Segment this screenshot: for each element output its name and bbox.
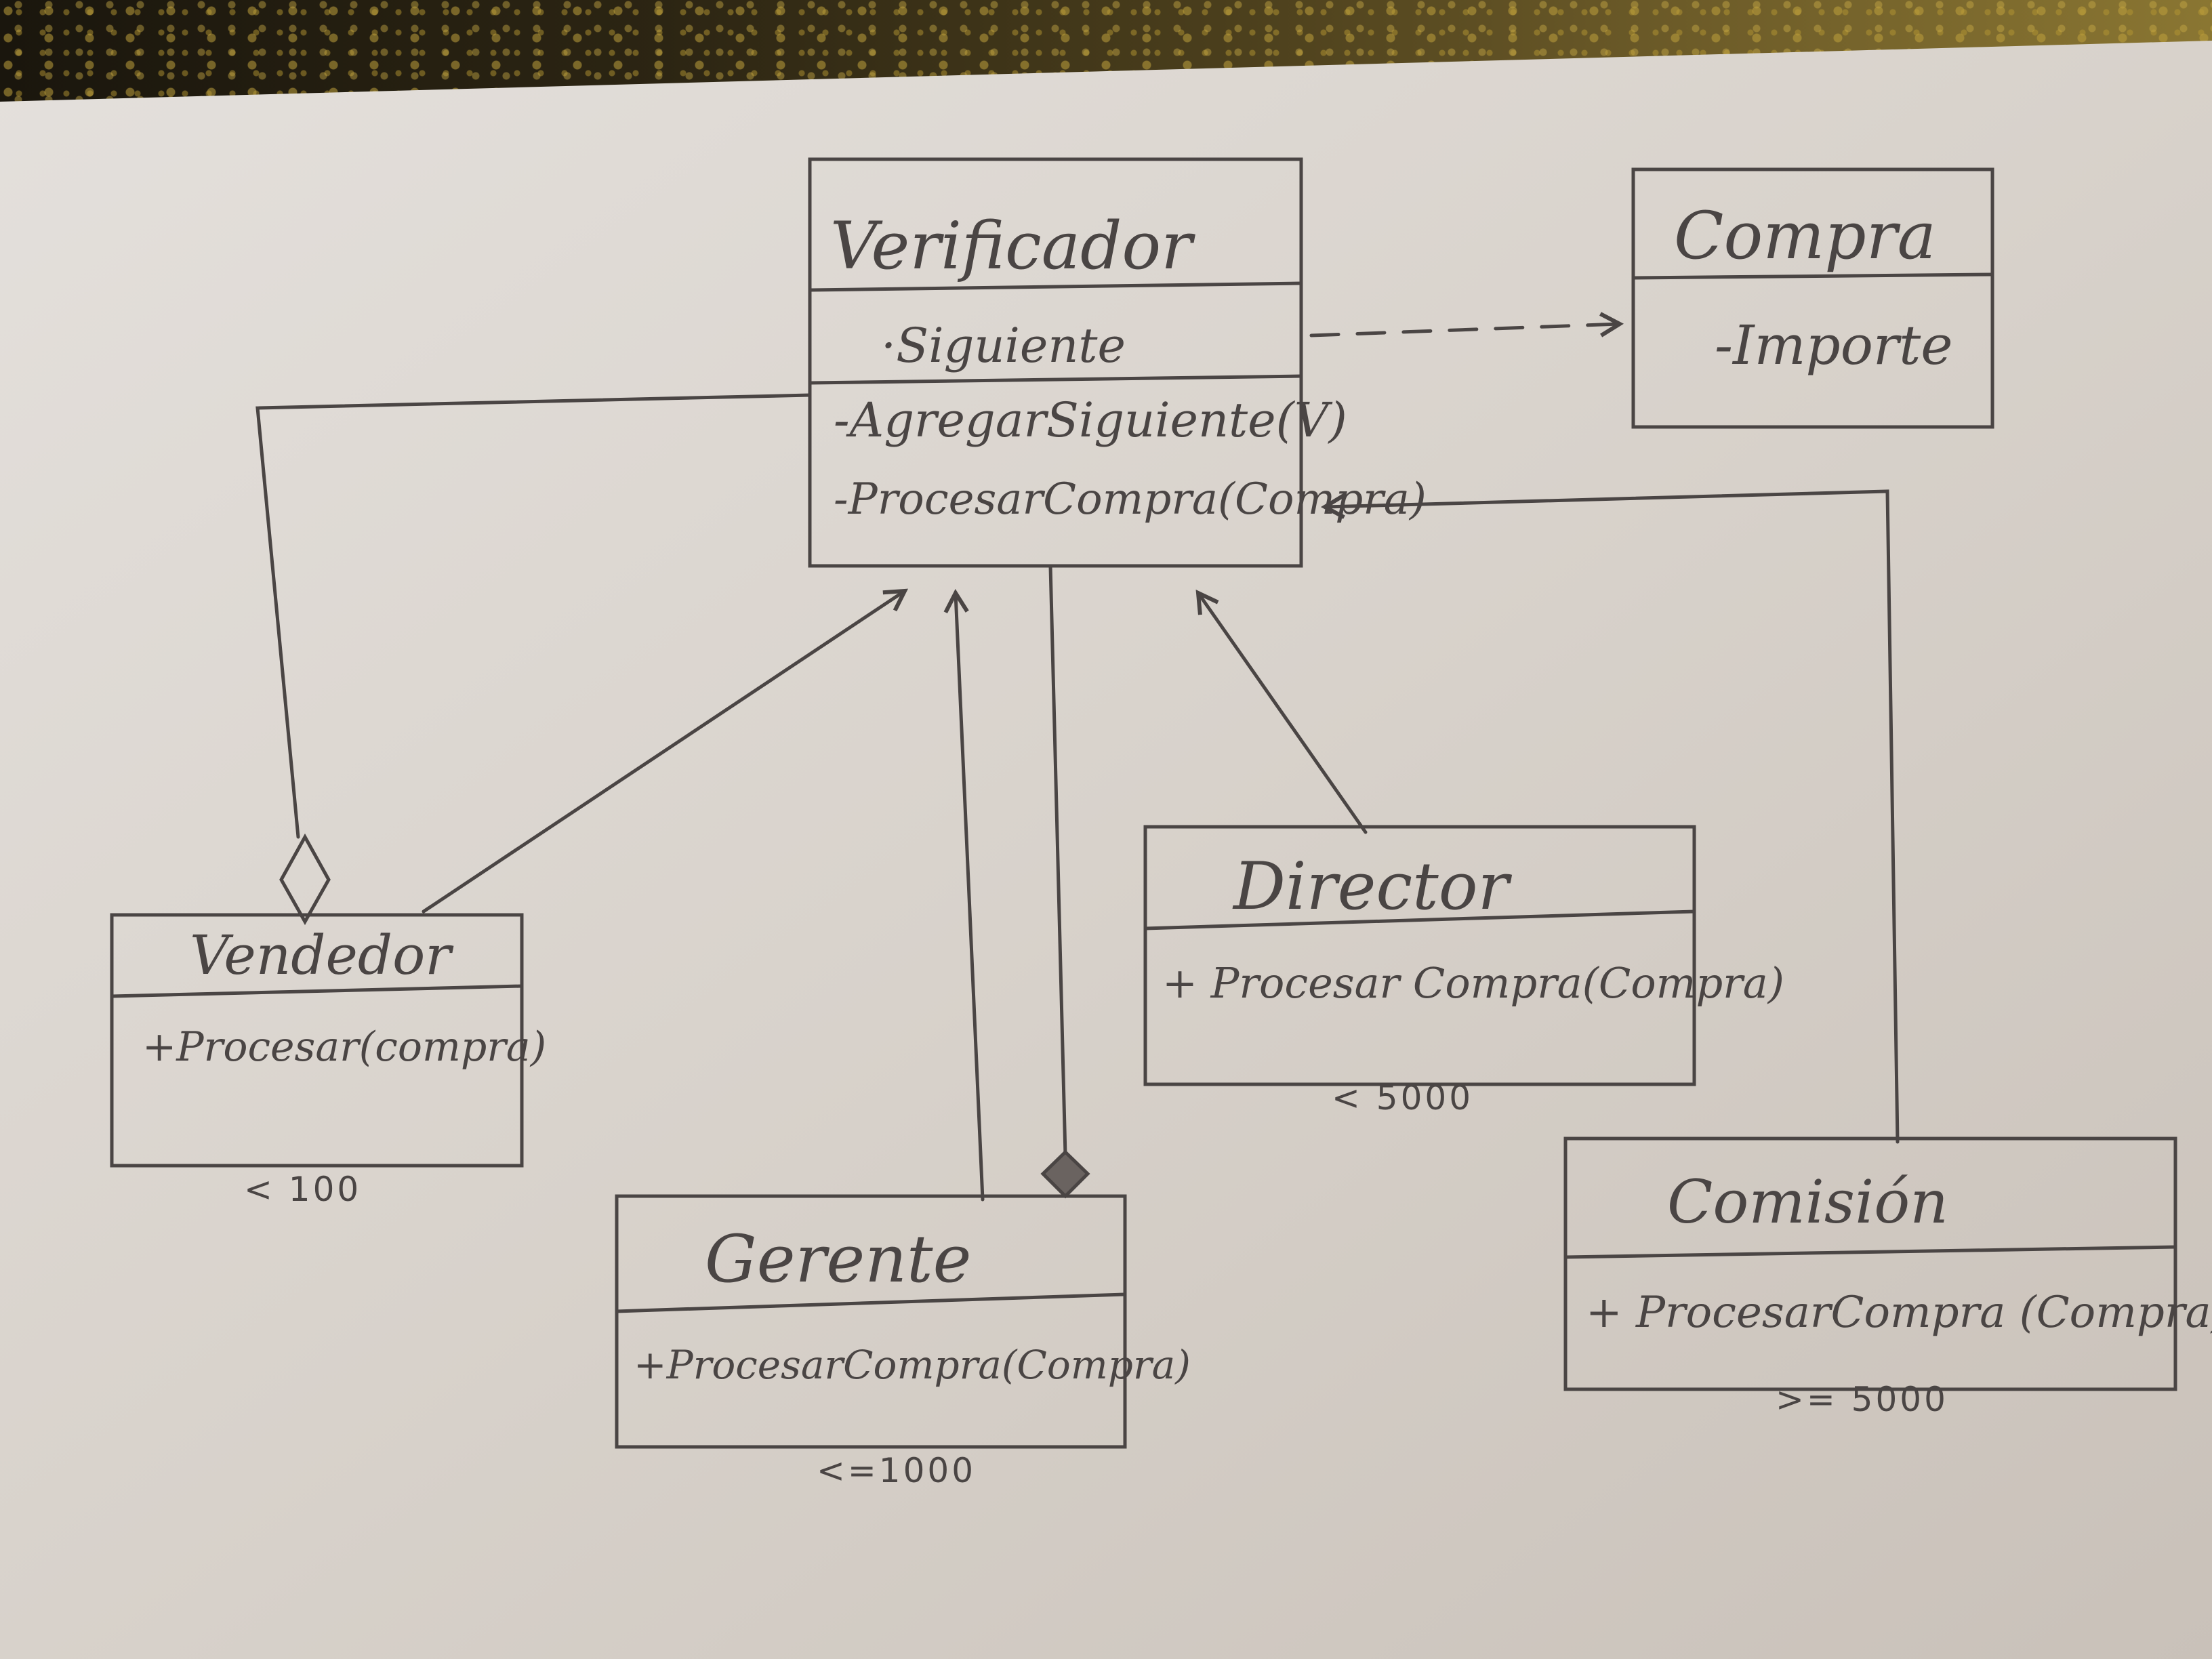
method-director-0: + Procesar Compra(Compra) [1162, 958, 1784, 1008]
aggregation-line-vendedor [255, 393, 812, 839]
aggregation-diamond-vendedor [279, 833, 331, 926]
aggregation-line-gerente [1048, 564, 1067, 1158]
verificador-attr-divider [809, 374, 1302, 385]
inheritance-line-gerente [943, 588, 985, 1202]
attribute-compra-0: -Importe [1715, 314, 1953, 377]
dependency-line-verificador-compra [1309, 312, 1624, 337]
gerente-name-divider [616, 1292, 1126, 1313]
class-name-compra: Compra [1674, 198, 1936, 274]
class-name-vendedor: Vendedor [190, 924, 451, 987]
constraint-director: < 5000 [1332, 1078, 1474, 1118]
method-verificador-1: -ProcesarCompra(Compra) [834, 474, 1427, 525]
class-box-director [1143, 825, 1696, 1086]
class-box-vendedor [110, 913, 524, 1168]
class-name-director: Director [1233, 848, 1509, 924]
class-box-gerente [615, 1194, 1127, 1449]
compra-name-divider [1633, 272, 1993, 280]
verificador-name-divider [809, 281, 1302, 292]
method-vendedor-0: +Procesar(compra) [142, 1023, 547, 1071]
constraint-gerente: <=1000 [817, 1451, 977, 1490]
director-name-divider [1145, 909, 1695, 930]
inheritance-line-vendedor [422, 588, 909, 914]
attribute-verificador-0: ·Siguiente [881, 318, 1126, 373]
method-gerente-0: +ProcesarCompra(Compra) [634, 1342, 1191, 1388]
class-name-verificador: Verificador [830, 208, 1193, 284]
class-name-gerente: Gerente [705, 1221, 972, 1297]
constraint-vendedor: < 100 [244, 1170, 362, 1209]
comision-name-divider [1565, 1245, 2176, 1259]
constraint-comision: >= 5000 [1776, 1380, 1948, 1419]
class-name-comision: Comisión [1667, 1167, 1948, 1237]
vendedor-name-divider [111, 984, 523, 998]
class-box-compra [1631, 167, 1994, 429]
inheritance-line-comision [1320, 489, 1900, 1144]
class-box-verificador [808, 157, 1303, 568]
inheritance-line-director [1195, 590, 1368, 834]
class-box-comision [1563, 1136, 2177, 1391]
method-verificador-0: -AgregarSiguiente(V) [834, 392, 1347, 448]
method-comision-0: + ProcesarCompra (Compra) [1586, 1288, 2212, 1338]
